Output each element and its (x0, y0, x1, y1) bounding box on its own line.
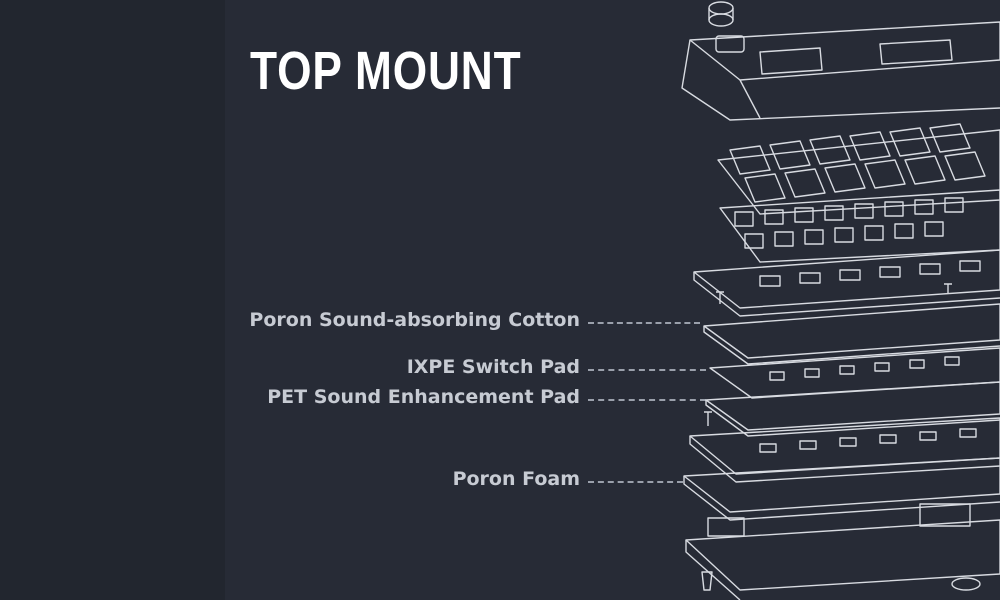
label-poron-cotton: Poron Sound-absorbing Cotton (249, 309, 580, 331)
left-dark-panel (0, 0, 225, 600)
label-pet-pad: PET Sound Enhancement Pad (267, 386, 580, 408)
leader-pet-pad (588, 399, 706, 401)
volume-knob (708, 1, 734, 27)
bottom-case (685, 503, 1000, 600)
diagram-title: TOP MOUNT (250, 41, 522, 101)
leader-poron-cotton (588, 322, 700, 324)
screws (704, 283, 952, 426)
poron-foam-layer (683, 457, 1000, 521)
top-case (681, 21, 1000, 121)
poron-cotton-layer (703, 303, 1000, 365)
label-ixpe-pad: IXPE Switch Pad (406, 356, 580, 378)
leader-poron-foam (588, 481, 683, 483)
leader-ixpe-pad (588, 369, 706, 371)
plate-layer (693, 249, 1000, 317)
label-poron-foam: Poron Foam (452, 468, 580, 490)
pet-pad-layer (705, 381, 1000, 437)
pcb-layer (689, 417, 1000, 483)
ixpe-pad-layer (709, 347, 1000, 399)
switches-layer (719, 189, 1000, 263)
keycaps-layer (717, 123, 1000, 215)
